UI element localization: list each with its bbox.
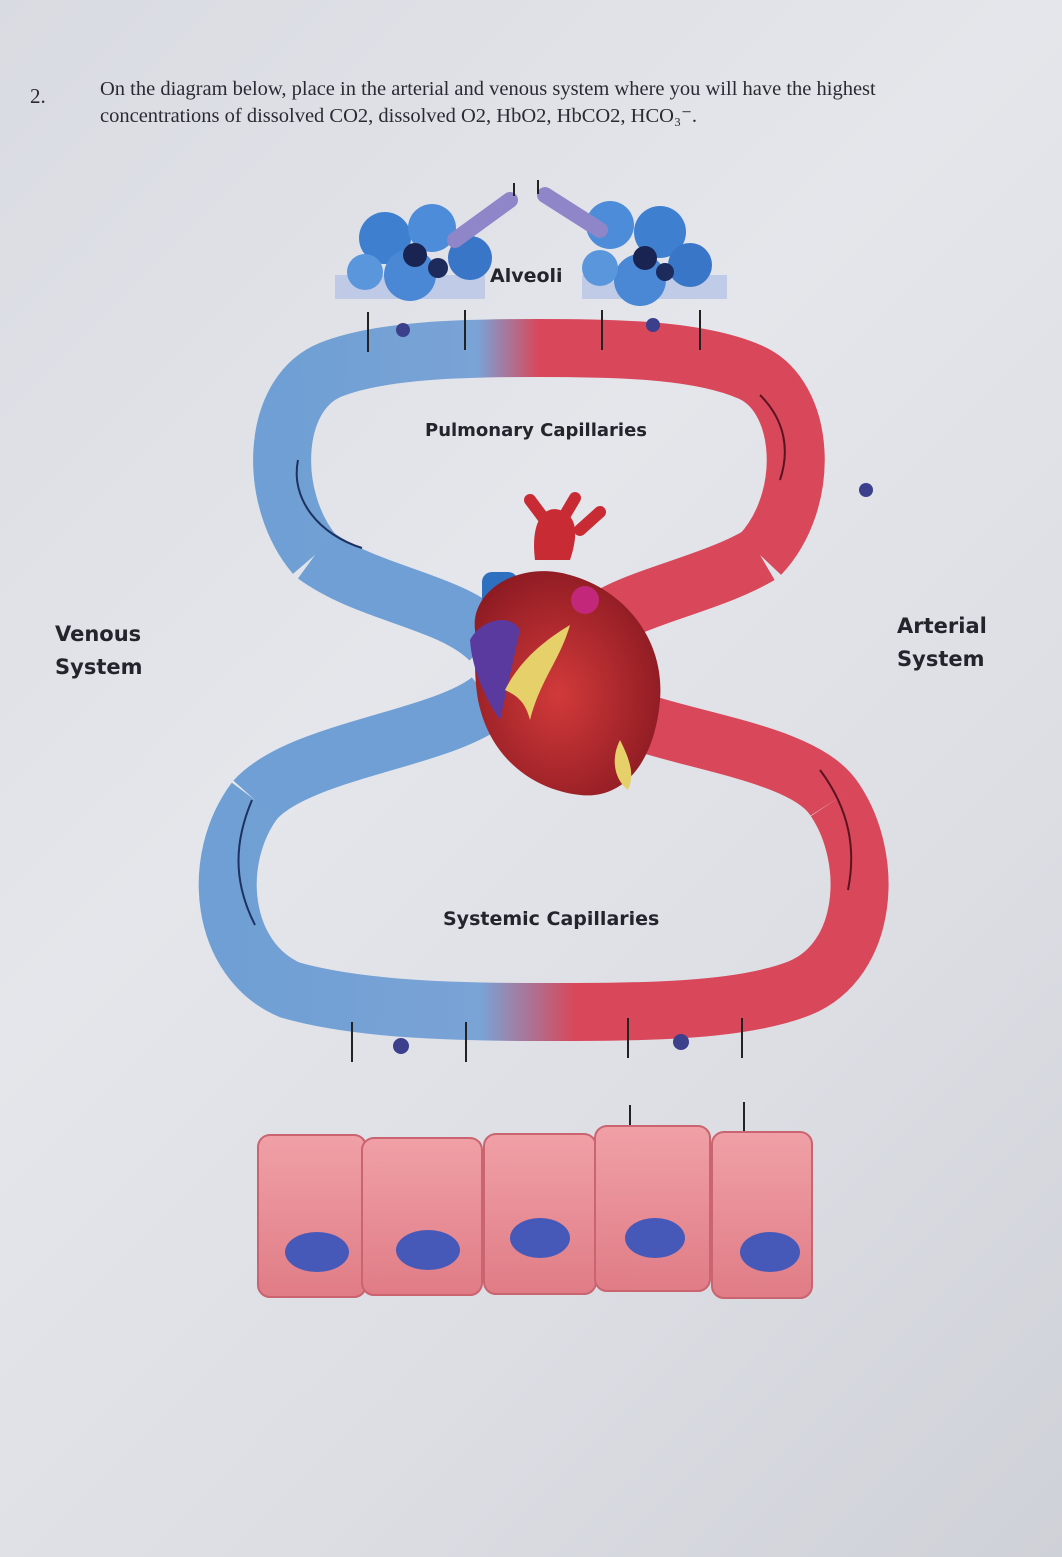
alveoli-group: [335, 180, 727, 306]
flow-arrow-bottom-left: [237, 799, 256, 926]
tissue-cell-5: [711, 1131, 813, 1299]
bronchiole-left: [447, 192, 518, 248]
venous-label-line1: Venous: [55, 622, 142, 646]
pulmonary-loop-top: [253, 318, 825, 575]
cell-nucleus-2: [396, 1230, 460, 1270]
question-text: On the diagram below, place in the arter…: [100, 78, 876, 127]
pulmonary-capillaries-label: Pulmonary Capillaries: [425, 420, 648, 441]
venous-limb-upper: [297, 530, 511, 662]
cell-nucleus-4: [625, 1218, 685, 1258]
marker-dot-right: [859, 483, 873, 497]
flow-arrow-top-right: [759, 394, 786, 481]
heart-vein-purple: [470, 619, 520, 720]
heart-illustration: [470, 492, 661, 796]
question-number: 2.: [30, 84, 46, 108]
coronary-fat-lower: [614, 740, 632, 790]
tissue-cell-4: [594, 1125, 711, 1292]
systemic-capillaries-label: Systemic Capillaries: [443, 908, 660, 930]
flow-arrow-bottom-right: [819, 769, 853, 891]
pulmonary-trunk: [571, 586, 599, 614]
vessel-loops: [198, 318, 889, 1042]
alveoli-label: Alveoli: [490, 265, 563, 287]
flow-arrow-top-left: [295, 459, 363, 549]
exchange-dot-2: [646, 318, 660, 332]
tissue-cell-1: [257, 1134, 367, 1298]
exchange-dot-1: [396, 323, 410, 337]
cell-nucleus-3: [510, 1218, 570, 1258]
arterial-label-line2: System: [897, 647, 985, 671]
arterial-system-label: Arterial System: [897, 610, 987, 676]
venous-system-label: Venous System: [55, 618, 142, 684]
tissue-dot-2: [673, 1034, 689, 1050]
coronary-fat: [505, 625, 570, 720]
cell-nucleus-5: [740, 1232, 800, 1272]
bronchiole-right: [537, 187, 608, 238]
alveolus-left: [347, 204, 492, 301]
venous-label-line2: System: [55, 655, 143, 679]
tissue-cells: [257, 1125, 813, 1299]
alveolus-right: [582, 201, 712, 306]
arterial-label-line1: Arterial: [897, 614, 987, 638]
tissue-cell-3: [483, 1133, 597, 1295]
tissue-cell-2: [361, 1137, 483, 1296]
tissue-dot-1: [393, 1038, 409, 1054]
systemic-loop-bottom: [198, 782, 889, 1042]
aorta-branches: [524, 492, 606, 536]
venous-limb-lower: [233, 676, 509, 821]
cell-nucleus-1: [285, 1232, 349, 1272]
heart-body: [474, 571, 661, 796]
alveoli-exchange-markers: [367, 310, 873, 497]
